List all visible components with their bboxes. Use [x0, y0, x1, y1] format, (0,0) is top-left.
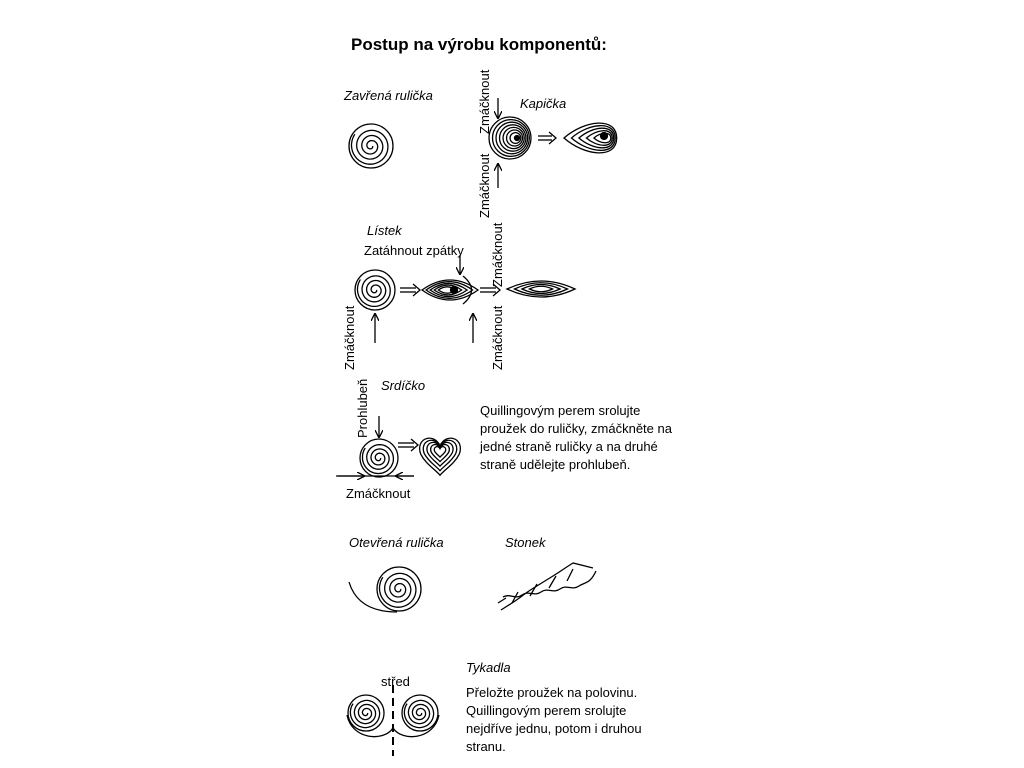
leaf-shape-ring	[505, 280, 577, 298]
heart-label: Srdíčko	[381, 378, 426, 393]
heart-shape-ring	[429, 443, 451, 463]
heart-shape-ring	[426, 441, 454, 468]
antennae-instruction-line: Přeložte proužek na polovinu.	[466, 685, 638, 700]
leaf-shape-ring	[527, 285, 555, 293]
teardrop-coil-center	[513, 134, 521, 142]
antennae-instruction-line: stranu.	[466, 739, 506, 754]
heart-instructions: Quillingovým perem srolujte proužek do r…	[480, 402, 672, 474]
heart-instruction-line: straně udělejte prohlubeň.	[480, 457, 631, 472]
eye-shape-ring	[424, 281, 474, 299]
teardrop-coil-ring	[491, 118, 530, 158]
closed-coil-outline	[348, 123, 394, 169]
heart-instruction-line: Quillingovým perem srolujte	[480, 403, 641, 418]
heart-shape-ring	[422, 439, 458, 472]
teardrop-press-top-label: Zmáčknout	[477, 69, 492, 134]
teardrop-shape-ring	[577, 127, 615, 149]
center-label: střed	[381, 674, 410, 689]
teardrop-coil-ring	[502, 126, 525, 150]
teardrop-coil-ring	[509, 131, 522, 145]
heart-shape-ring	[433, 446, 447, 459]
pull-back-label: Zatáhnout zpátky	[364, 243, 464, 258]
antennae-instruction-line: Quillingovým perem srolujte	[466, 703, 627, 718]
leaf-start-coil-outline	[354, 269, 396, 311]
stem-twist	[502, 570, 597, 598]
dent-label: Prohlubeň	[355, 378, 370, 438]
leaf-press-bottom-label: Zmáčknout	[490, 305, 505, 370]
leaf-press-left-label: Zmáčknout	[342, 305, 357, 370]
teardrop-press-bottom-label: Zmáčknout	[477, 153, 492, 218]
eye-center	[449, 285, 459, 295]
leaf-shape-ring	[520, 283, 562, 295]
antenna-right-coil-outline	[401, 694, 439, 732]
page-title: Postup na výrobu komponentů:	[351, 35, 607, 54]
teardrop-center	[599, 131, 609, 141]
stem-ridges	[511, 568, 574, 604]
leaf-start-coil-spiral	[356, 275, 391, 308]
teardrop-coil-ring	[498, 124, 527, 152]
closed-coil-label: Zavřená rulička	[344, 88, 433, 103]
teardrop-convert-arrow-head	[548, 131, 557, 145]
antenna-left-coil-spiral	[349, 699, 381, 729]
leaf-convert-arrow-2-head	[492, 283, 501, 297]
heart-instruction-line: jedné straně ruličky a na druhé	[480, 439, 658, 454]
leaf-press-top-label: Zmáčknout	[490, 222, 505, 287]
heart-instruction-line: proužek do ruličky, zmáčkněte na	[480, 421, 672, 436]
antennae-instructions: Přeložte proužek na polovinu. Quillingov…	[466, 684, 642, 756]
stem-label: Stonek	[505, 535, 546, 550]
teardrop-coil-ring	[495, 121, 529, 155]
teardrop-coil-ring	[505, 129, 524, 147]
heart-press-label: Zmáčknout	[346, 486, 411, 501]
leaf-convert-arrow-1-head	[412, 283, 421, 297]
antennae-instruction-line: nejdříve jednu, potom i druhou	[466, 721, 642, 736]
eye-shape-ring	[420, 279, 480, 301]
eye-shape-ring	[429, 282, 469, 298]
heart-convert-arrow-head	[410, 438, 419, 452]
open-coil-tail	[348, 581, 398, 613]
leaf-label: Lístek	[367, 223, 402, 238]
heart-shape-ring	[418, 437, 462, 477]
pull-back-curve	[462, 275, 473, 305]
leaf-shape-ring	[512, 282, 570, 296]
stem-outline-a	[497, 562, 594, 611]
heart-start-coil-spiral	[361, 444, 395, 475]
closed-coil-spiral	[350, 129, 389, 165]
antennae-label: Tykadla	[466, 660, 511, 675]
antenna-right-tail	[392, 714, 440, 738]
eye-shape-ring	[433, 284, 463, 296]
teardrop-shape-ring	[563, 122, 618, 154]
teardrop-label: Kapička	[520, 96, 567, 111]
teardrop-shape-ring	[570, 125, 616, 151]
teardrop-shape-ring	[585, 130, 613, 146]
open-coil-label: Otevřená rulička	[349, 535, 444, 550]
antenna-left-tail	[346, 714, 394, 738]
heart-start-coil-outline	[359, 438, 399, 478]
antenna-left-coil-outline	[347, 694, 385, 732]
teardrop-coil-ring	[488, 116, 532, 160]
antenna-right-coil-spiral	[403, 699, 435, 729]
open-coil-spiral	[378, 572, 417, 608]
open-coil-outline	[376, 566, 422, 612]
